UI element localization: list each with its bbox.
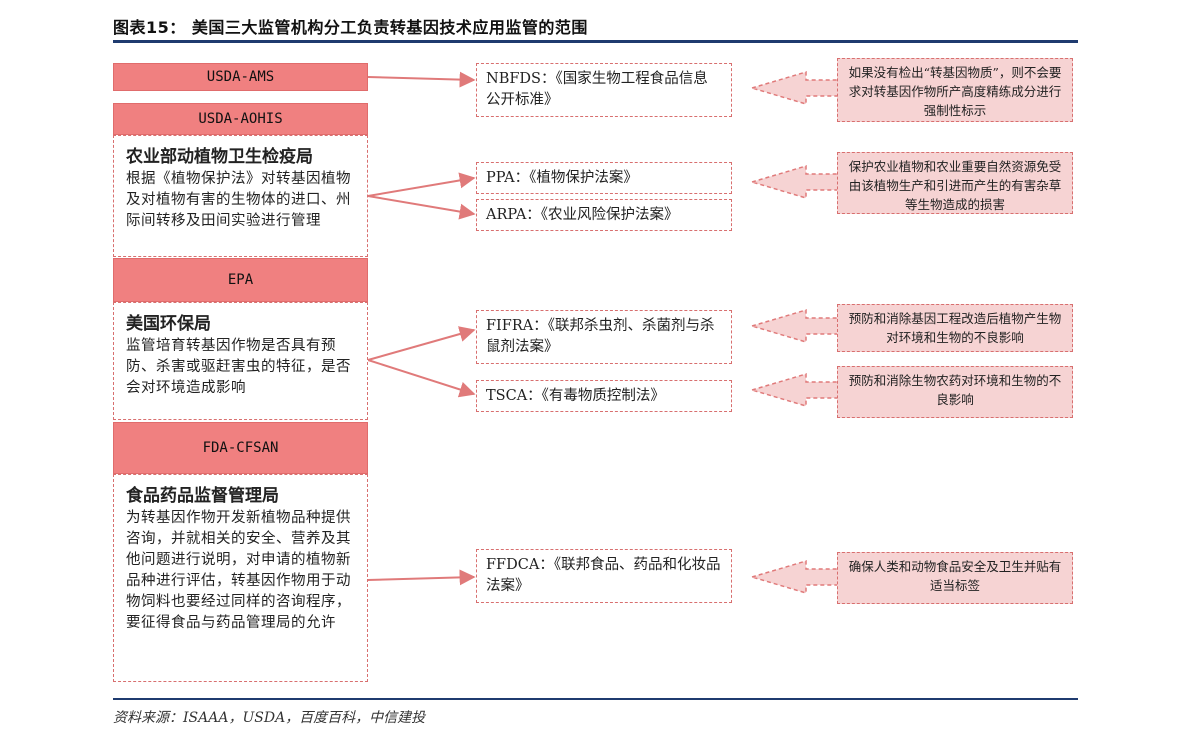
arrow-fifra	[749, 308, 839, 344]
header-epa: EPA	[113, 258, 368, 302]
agency-aphis-desc: 根据《植物保护法》对转基因植物及对植物有害的生物体的进口、州际间转移及田间实验进…	[126, 171, 351, 229]
note-fifra: 预防和消除基因工程改造后植物产生物对环境和生物的不良影响	[837, 304, 1073, 352]
link-epa-tsca	[367, 359, 476, 398]
header-usda-aphis: USDA-AOHIS	[113, 103, 368, 135]
note-tsca: 预防和消除生物农药对环境和生物的不良影响	[837, 366, 1073, 418]
note-ffdca: 确保人类和动物食品安全及卫生并贴有适当标签	[837, 552, 1073, 604]
law-nbfds: NBFDS：《国家生物工程食品信息公开标准》	[476, 63, 732, 117]
agency-fda: 食品药品监督管理局 为转基因作物开发新植物品种提供咨询，并就相关的安全、营养及其…	[113, 474, 368, 682]
link-epa-fifra	[367, 326, 476, 361]
note-nbfds: 如果没有检出“转基因物质”，则不会要求对转基因作物所产高度精练成分进行强制性标示	[837, 58, 1073, 122]
law-arpa: ARPA：《农业风险保护法案》	[476, 199, 732, 231]
source-note: 资料来源：ISAAA，USDA，百度百科，中信建投	[113, 710, 426, 726]
header-usda-ams: USDA-AMS	[113, 63, 368, 91]
arrow-tsca	[749, 372, 839, 408]
arrow-ffdca	[749, 559, 839, 595]
arrow-ppa	[749, 164, 839, 200]
law-tsca: TSCA：《有毒物质控制法》	[476, 380, 732, 412]
law-fifra: FIFRA：《联邦杀虫剂、杀菌剂与杀鼠剂法案》	[476, 310, 732, 364]
link-aphis-ppa	[367, 172, 476, 197]
agency-aphis-name: 农业部动植物卫生检疫局	[126, 147, 313, 167]
law-ffdca: FFDCA：《联邦食品、药品和化妆品法案》	[476, 549, 732, 603]
agency-fda-desc: 为转基因作物开发新植物品种提供咨询，并就相关的安全、营养及其他问题进行说明，对申…	[126, 510, 351, 631]
agency-fda-name: 食品药品监督管理局	[126, 486, 279, 506]
link-fda-ffdca	[367, 569, 476, 586]
bottom-rule	[113, 698, 1078, 700]
agency-epa-desc: 监管培育转基因作物是否具有预防、杀害或驱赶害虫的特征，是否会对环境造成影响	[126, 338, 351, 396]
header-fda-cfsan: FDA-CFSAN	[113, 422, 368, 474]
arrow-nbfds	[749, 70, 839, 106]
note-ppa: 保护农业植物和农业重要自然资源免受由该植物生产和引进而产生的有害杂草等生物造成的…	[837, 152, 1073, 214]
top-rule	[113, 40, 1078, 43]
figure-title: 图表15： 美国三大监管机构分工负责转基因技术应用监管的范围	[113, 18, 588, 37]
agency-epa-name: 美国环保局	[126, 314, 211, 334]
link-aphis-arpa	[367, 195, 476, 220]
agency-epa: 美国环保局 监管培育转基因作物是否具有预防、杀害或驱赶害虫的特征，是否会对环境造…	[113, 302, 368, 420]
law-ppa: PPA：《植物保护法案》	[476, 162, 732, 194]
agency-aphis: 农业部动植物卫生检疫局 根据《植物保护法》对转基因植物及对植物有害的生物体的进口…	[113, 135, 368, 257]
link-ams-nbfds	[367, 71, 476, 88]
